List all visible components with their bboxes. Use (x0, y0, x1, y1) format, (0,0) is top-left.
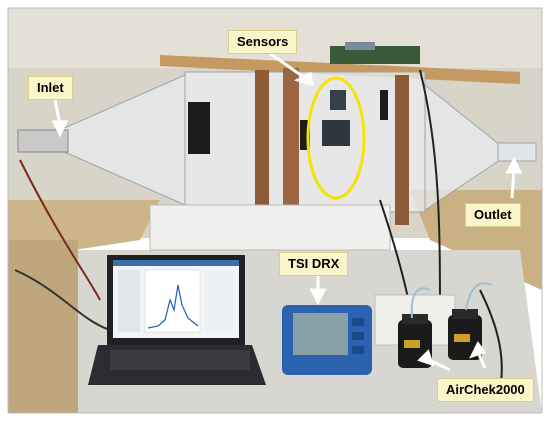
label-airchek2000: AirChek2000 (437, 378, 534, 402)
sensor-board (330, 46, 420, 64)
chamber-base-tray (149, 204, 391, 251)
sensor-highlight-ring (306, 76, 366, 200)
tsi-drx-screen (293, 313, 348, 355)
label-tsi-drx: TSI DRX (279, 252, 349, 276)
laptop (88, 255, 266, 385)
sensor-module (322, 120, 350, 146)
tsi-drx-device (282, 305, 372, 375)
laptop-screen-graph (147, 284, 199, 329)
label-sensors: Sensors (228, 30, 298, 54)
label-inlet: Inlet (28, 76, 73, 100)
wooden-plank (160, 55, 520, 84)
outlet-tube (497, 142, 537, 162)
label-outlet: Outlet (465, 203, 521, 227)
inlet-box (17, 129, 69, 153)
wood-support-left (255, 70, 269, 230)
wood-support-right (395, 75, 409, 225)
arrow-sensors (264, 48, 306, 80)
airchek-pump-right (448, 309, 482, 360)
annotation-arrows (51, 48, 523, 372)
wood-support-mid (283, 68, 299, 230)
